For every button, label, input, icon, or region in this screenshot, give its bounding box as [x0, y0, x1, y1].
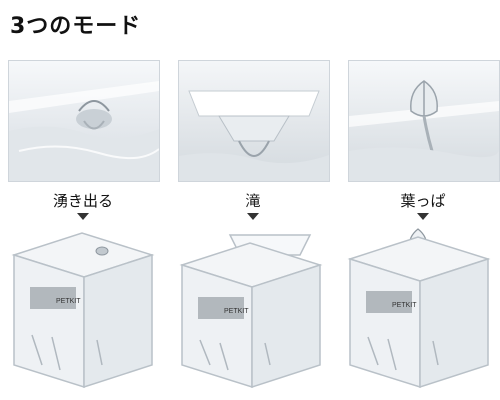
mode-photo-bubbling — [8, 60, 160, 182]
mode-photo-waterfall — [178, 60, 330, 182]
fountain-product-leaf: PETKIT — [338, 225, 500, 390]
product-logo: PETKIT — [224, 308, 249, 315]
arrow-down-icon — [247, 213, 259, 220]
mode-label-waterfall: 滝 — [245, 192, 261, 210]
fountain-product-bubbling: PETKIT — [2, 225, 164, 390]
arrow-down-icon — [417, 213, 429, 220]
page-title: 3つのモード — [10, 14, 142, 39]
product-logo: PETKIT — [56, 298, 81, 305]
mode-photo-leaf — [348, 60, 500, 182]
fountain-product-waterfall: PETKIT — [170, 225, 332, 390]
mode-label-bubbling: 湧き出る — [52, 192, 113, 210]
product-logo: PETKIT — [392, 302, 417, 309]
mode-label-leaf: 葉っぱ — [400, 192, 446, 210]
arrow-down-icon — [77, 213, 89, 220]
